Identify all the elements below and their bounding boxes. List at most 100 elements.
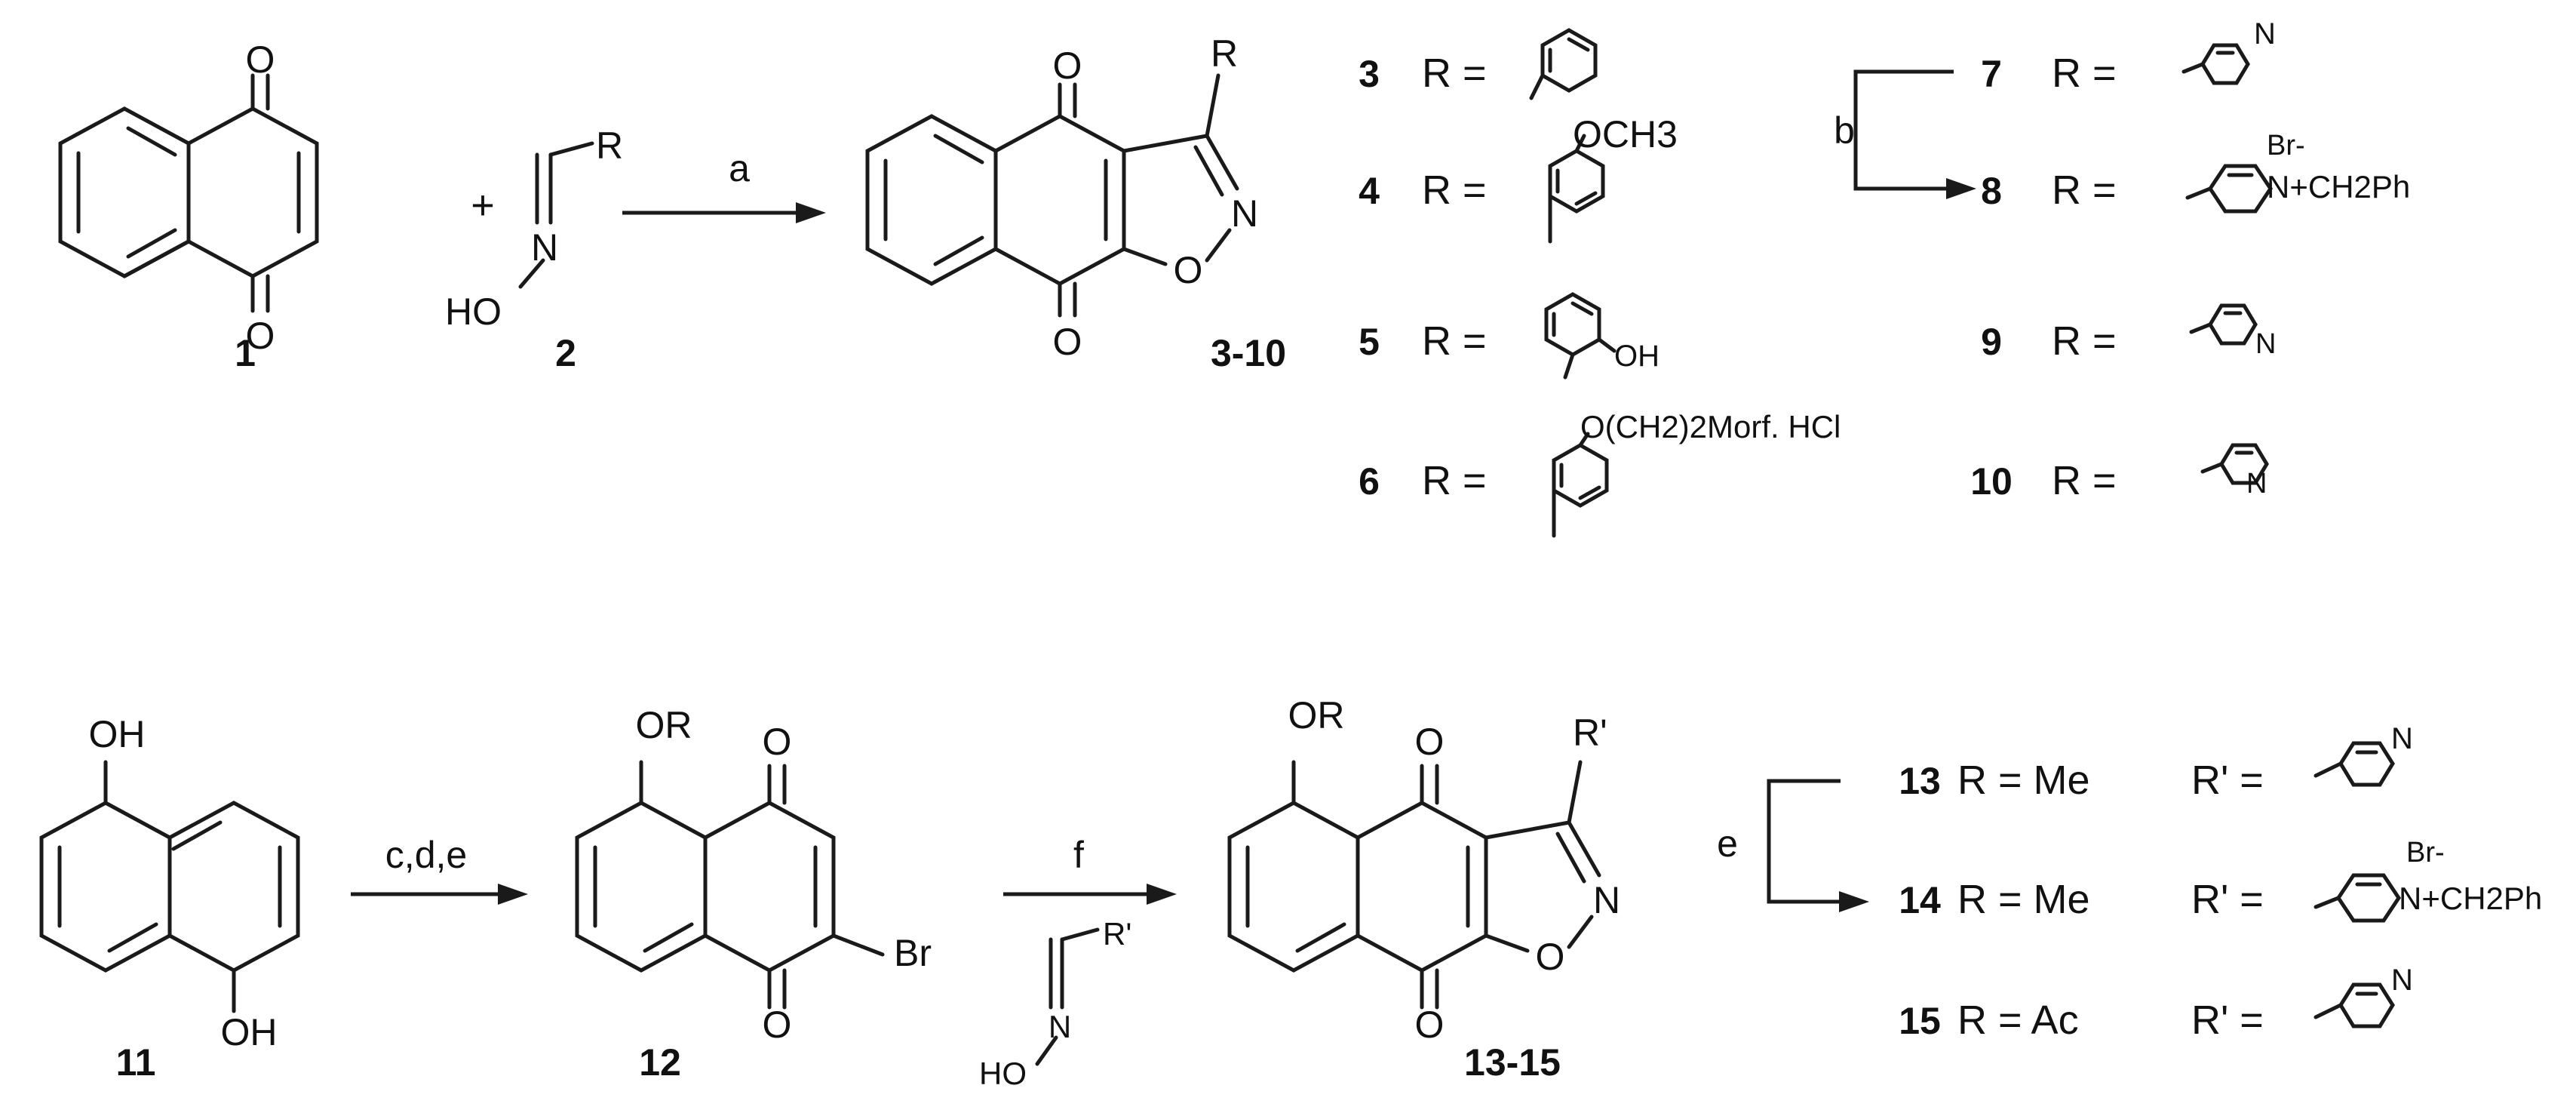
substituent-8-counterion: Br-: [2267, 130, 2305, 161]
substituent-7-label: 7: [1981, 53, 2002, 95]
compound-1-label: 1: [235, 332, 256, 374]
substituent-10-ring-nitrogen: N: [2246, 468, 2267, 500]
substituent-4-label: 4: [1359, 170, 1380, 212]
compound-13-15-r-prime: R': [1573, 712, 1607, 754]
product-13-r-prime: R' =: [2191, 758, 2264, 803]
compound-12-bromine: Br: [894, 932, 932, 974]
product-13-r: R = Me: [1957, 758, 2090, 803]
compound-12-label: 12: [639, 1041, 681, 1084]
phenyl-ring-icon: [1529, 28, 1598, 100]
compound-12-or-group: OR: [636, 704, 692, 746]
compound-3-10-label: 3-10: [1211, 332, 1286, 374]
substituent-9-row: 9 R = N: [1981, 303, 2276, 364]
hydroxyphenyl-ring-icon: [1544, 292, 1617, 380]
compound-13-15-oxygen-bottom: O: [1415, 1004, 1445, 1046]
substituent-7-ring-nitrogen: N: [2254, 17, 2276, 51]
compound-13-15-oxygen-top: O: [1415, 721, 1445, 763]
substituent-10-r-equals: R =: [2052, 458, 2117, 503]
methoxyphenyl-ring-icon: [1548, 134, 1605, 244]
substituent-7-row: 7 R = N: [1981, 17, 2276, 96]
arrow-e-line: [1767, 779, 1841, 904]
oxime-reagent-r-prime: R': [1103, 916, 1131, 952]
compound-1-oxygen-top: O: [246, 38, 275, 81]
substituent-8-r-equals: R =: [2052, 168, 2117, 213]
substituent-6-label: 6: [1359, 460, 1380, 503]
benzylpyridinium-ring-icon: [2313, 873, 2402, 923]
compound-3-10-oxygen-bottom: O: [1053, 321, 1082, 363]
pyridin-3-yl-ring-icon: [2189, 303, 2258, 346]
compound-1-structure: [58, 73, 319, 313]
substituent-6-group: O(CH2)2Morf. HCl: [1580, 409, 1841, 444]
substituent-9-ring-nitrogen: N: [2255, 328, 2276, 360]
pyridin-4-yl-ring-icon: [2181, 43, 2250, 85]
substituent-6-row: 6 R = O(CH2)2Morf. HCl: [1359, 409, 1841, 538]
product-14-r: R = Me: [1957, 877, 2090, 922]
arrow-b-line: [1853, 69, 1954, 191]
substituent-10-label: 10: [1970, 460, 2013, 503]
compound-3-10-r-group: R: [1211, 32, 1238, 75]
compound-13-15-nitrogen: N: [1593, 879, 1620, 921]
compound-13-15-oxygen-ring: O: [1536, 936, 1565, 978]
compound-11-hydroxyl-bottom: OH: [221, 1011, 278, 1053]
substituent-5-row: 5 R = OH: [1359, 292, 1660, 380]
compound-3-10-oxygen-top: O: [1053, 45, 1082, 87]
arrow-e-head: [1839, 891, 1869, 912]
product-15-row: 15 R = Ac R' = N: [1899, 964, 2413, 1043]
substituent-3-label: 3: [1359, 53, 1380, 95]
condition-f: f: [1073, 834, 1084, 876]
compound-11-label: 11: [116, 1041, 156, 1084]
product-14-label: 14: [1899, 879, 1941, 921]
condition-e: e: [1717, 822, 1738, 865]
substituent-7-r-equals: R =: [2052, 51, 2117, 96]
product-15-label: 15: [1899, 1000, 1941, 1042]
substituent-5-group: OH: [1614, 340, 1660, 373]
plus-sign: +: [471, 183, 495, 228]
compound-2-label: 2: [555, 332, 576, 374]
substituent-3-row: 3 R =: [1359, 28, 1598, 100]
oxime-reagent-nitrogen: N: [1049, 1009, 1071, 1044]
compound-12-structure: [575, 760, 885, 1010]
product-14-row: 14 R = Me R' = Br- N+CH2Ph: [1899, 837, 2542, 923]
pyridin-4-yl-ring-icon: [2313, 741, 2395, 787]
compound-2-structure: [518, 141, 594, 289]
product-13-label: 13: [1899, 760, 1941, 802]
compound-11-hydroxyl-top: OH: [89, 713, 146, 755]
arrow-cde-head: [498, 884, 528, 905]
condition-a: a: [729, 147, 750, 189]
product-14-group: N+CH2Ph: [2399, 881, 2542, 916]
compound-2-hydroxyl: HO: [445, 291, 502, 333]
substituent-4-r-equals: R =: [1422, 168, 1487, 213]
compound-3-10-structure: [865, 73, 1239, 318]
arrow-a-head: [796, 202, 826, 223]
substituent-8-row: 8 R = Br- N+CH2Ph: [1981, 130, 2410, 214]
product-14-counterion: Br-: [2406, 837, 2445, 869]
compound-3-10-oxygen-ring: O: [1174, 249, 1203, 291]
substituent-8-label: 8: [1981, 170, 2002, 212]
substituent-5-label: 5: [1359, 321, 1380, 363]
product-15-r-prime: R' =: [2191, 998, 2264, 1043]
product-14-r-prime: R' =: [2191, 877, 2264, 922]
substituent-5-r-equals: R =: [1422, 318, 1487, 364]
substituent-9-r-equals: R =: [2052, 318, 2117, 364]
substituent-4-row: 4 R = OCH3: [1359, 113, 1678, 244]
compound-1-oxygen-bottom: O: [246, 315, 275, 357]
condition-b: b: [1834, 109, 1855, 152]
pyridin-2-yl-ring-icon: [2200, 443, 2269, 485]
substituent-3-r-equals: R =: [1422, 51, 1487, 96]
compound-13-15-label: 13-15: [1464, 1041, 1561, 1084]
product-15-r: R = Ac: [1957, 998, 2079, 1043]
morpholinoethoxyphenyl-ring-icon: [1552, 432, 1609, 538]
compound-11-structure: [39, 760, 300, 1013]
compound-2-r-group: R: [596, 125, 623, 167]
substituent-8-group: N+CH2Ph: [2267, 169, 2410, 204]
substituent-10-row: 10 R = N: [1970, 443, 2269, 503]
compound-2-nitrogen: N: [531, 226, 558, 269]
compound-12-oxygen-bottom: O: [763, 1004, 792, 1046]
benzylpyridinium-ring-icon: [2185, 164, 2274, 214]
product-15-ring-nitrogen: N: [2391, 964, 2413, 997]
compound-13-15-or-group: OR: [1288, 694, 1345, 736]
arrow-f-head: [1147, 884, 1177, 905]
substituent-6-r-equals: R =: [1422, 458, 1487, 503]
arrow-b-head: [1946, 178, 1976, 199]
product-13-row: 13 R = Me R' = N: [1899, 722, 2413, 803]
